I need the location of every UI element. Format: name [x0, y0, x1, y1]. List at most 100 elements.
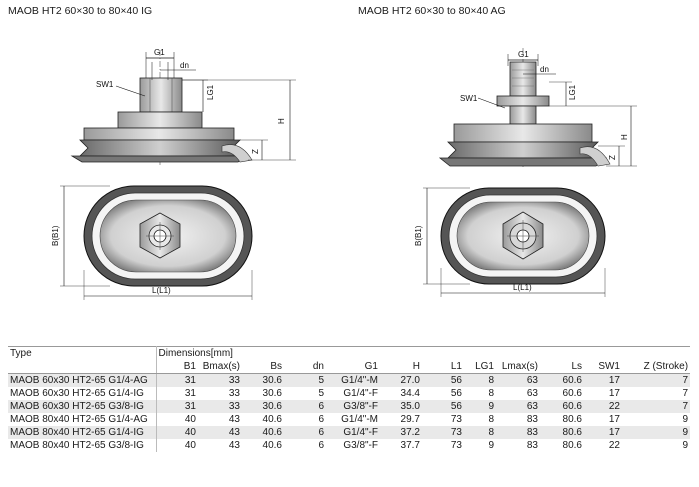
value-cell: G1/4"-M: [326, 373, 380, 387]
sw1-label-ag: SW1: [460, 94, 478, 103]
lg1-label-ag: LG1: [568, 84, 577, 100]
value-cell: 40.6: [242, 439, 284, 452]
value-cell: 34.4: [380, 387, 422, 400]
col-header: B1: [156, 360, 198, 374]
dimensions-header: Dimensions[mm]: [156, 346, 691, 360]
value-cell: 17: [584, 387, 622, 400]
col-header: L1: [422, 360, 464, 374]
col-header: G1: [326, 360, 380, 374]
drawing-title-ig: MAOB HT2 60×30 to 80×40 IG: [8, 5, 153, 17]
value-cell: G1/4"-M: [326, 413, 380, 426]
col-header: Lmax(s): [496, 360, 540, 374]
value-cell: 6: [284, 400, 326, 413]
l-label-right: L(L1): [513, 283, 532, 292]
value-cell: 35.0: [380, 400, 422, 413]
value-cell: 6: [284, 439, 326, 452]
column-header-row: B1 Bmax(s) Bs dn G1 H L1 LG1 Lmax(s) Ls …: [8, 360, 691, 374]
threaded-stud: [509, 61, 537, 97]
sw1-label: SW1: [96, 80, 114, 89]
value-cell: 40: [156, 426, 198, 439]
value-cell: 30.6: [242, 400, 284, 413]
value-cell: 56: [422, 387, 464, 400]
value-cell: 33: [198, 400, 242, 413]
value-cell: 56: [422, 373, 464, 387]
value-cell: 30.6: [242, 373, 284, 387]
value-cell: 63: [496, 400, 540, 413]
value-cell: 8: [464, 373, 496, 387]
b-label-left: B(B1): [51, 225, 60, 246]
side-view-ig: G1 dn SW1 LG1 H Z: [70, 48, 296, 165]
value-cell: 17: [584, 426, 622, 439]
h-label: H: [277, 118, 286, 124]
type-cell: MAOB 60x30 HT2-65 G1/4-IG: [8, 387, 157, 400]
b-label-right: B(B1): [414, 225, 423, 246]
bellows: [79, 139, 241, 157]
value-cell: 37.2: [380, 426, 422, 439]
value-cell: 8: [464, 426, 496, 439]
value-cell: 80.6: [540, 413, 584, 426]
dn-label: dn: [180, 61, 189, 70]
value-cell: 40.6: [242, 426, 284, 439]
top-view-ag: B(B1) L(L1): [414, 187, 606, 297]
value-cell: 73: [422, 439, 464, 452]
g1-label: G1: [154, 48, 165, 57]
type-cell: MAOB 80x40 HT2-65 G1/4-IG: [8, 426, 157, 439]
value-cell: 9: [464, 400, 496, 413]
value-cell: 17: [584, 373, 622, 387]
value-cell: 80.6: [540, 426, 584, 439]
type-cell: MAOB 80x40 HT2-65 G1/4-AG: [8, 413, 157, 426]
col-header: LG1: [464, 360, 496, 374]
value-cell: 9: [622, 439, 691, 452]
value-cell: 60.6: [540, 400, 584, 413]
value-cell: 31: [156, 387, 198, 400]
col-header: Bmax(s): [198, 360, 242, 374]
value-cell: 27.0: [380, 373, 422, 387]
value-cell: 40.6: [242, 413, 284, 426]
value-cell: 43: [198, 413, 242, 426]
col-header: H: [380, 360, 422, 374]
value-cell: 6: [284, 413, 326, 426]
value-cell: 40: [156, 413, 198, 426]
value-cell: 40: [156, 439, 198, 452]
value-cell: 63: [496, 373, 540, 387]
technical-drawings: G1 dn SW1 LG1 H Z B(B1): [51, 48, 637, 300]
value-cell: 22: [584, 439, 622, 452]
value-cell: 43: [198, 439, 242, 452]
hex-nut: [139, 77, 183, 113]
type-cell: MAOB 60x30 HT2-65 G3/8-IG: [8, 400, 157, 413]
value-cell: 73: [422, 426, 464, 439]
value-cell: 31: [156, 373, 198, 387]
value-cell: 80.6: [540, 439, 584, 452]
dimensions-table: Type Dimensions[mm] B1 Bmax(s) Bs dn G1 …: [8, 346, 691, 452]
value-cell: G1/4"-F: [326, 426, 380, 439]
col-header: Bs: [242, 360, 284, 374]
value-cell: 29.7: [380, 413, 422, 426]
value-cell: G3/8"-F: [326, 439, 380, 452]
type-cell: MAOB 60x30 HT2-65 G1/4-AG: [8, 373, 157, 387]
value-cell: G3/8"-F: [326, 400, 380, 413]
value-cell: 33: [198, 373, 242, 387]
value-cell: 5: [284, 387, 326, 400]
value-cell: 7: [622, 400, 691, 413]
drawing-title-ag: MAOB HT2 60×30 to 80×40 AG: [358, 5, 506, 17]
col-header: Ls: [540, 360, 584, 374]
z-label-ag: Z: [608, 155, 617, 160]
value-cell: 6: [284, 426, 326, 439]
value-cell: 31: [156, 400, 198, 413]
value-cell: 83: [496, 439, 540, 452]
dn-label-ag: dn: [540, 65, 549, 74]
value-cell: G1/4"-F: [326, 387, 380, 400]
value-cell: 83: [496, 426, 540, 439]
value-cell: 63: [496, 387, 540, 400]
value-cell: 37.7: [380, 439, 422, 452]
value-cell: 30.6: [242, 387, 284, 400]
z-label: Z: [251, 149, 260, 154]
g1-label-ag: G1: [518, 50, 529, 59]
l-label-left: L(L1): [152, 286, 171, 295]
